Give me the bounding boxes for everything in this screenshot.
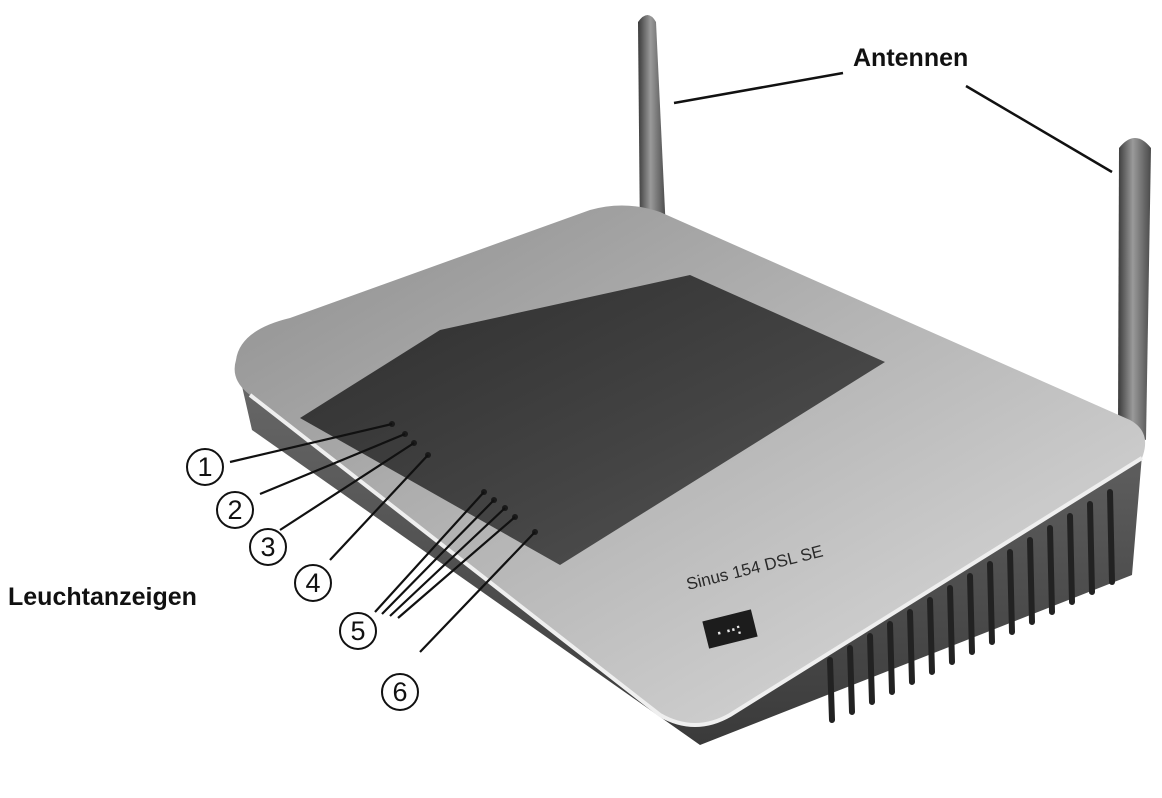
callout-4: 4 <box>305 568 321 598</box>
ventilation-slots <box>827 489 1115 723</box>
led-leader-lines <box>229 422 536 653</box>
antenna-leader-lines <box>673 71 1113 174</box>
brand-badge: ⋅ ⋅⋅: <box>702 609 758 649</box>
brand-badge-text: ⋅ ⋅⋅: <box>715 621 743 644</box>
callout-circles <box>186 448 419 711</box>
antennas-label: Antennen <box>853 44 969 72</box>
callout-6: 6 <box>392 677 408 707</box>
callout-5: 5 <box>350 616 366 646</box>
callout-1: 1 <box>197 452 213 482</box>
router-body <box>234 205 1146 745</box>
left-antenna <box>638 15 666 240</box>
right-antenna <box>1118 138 1151 440</box>
callout-2: 2 <box>227 495 243 525</box>
callout-3: 3 <box>260 532 276 562</box>
leds-label: Leuchtanzeigen <box>8 583 197 611</box>
